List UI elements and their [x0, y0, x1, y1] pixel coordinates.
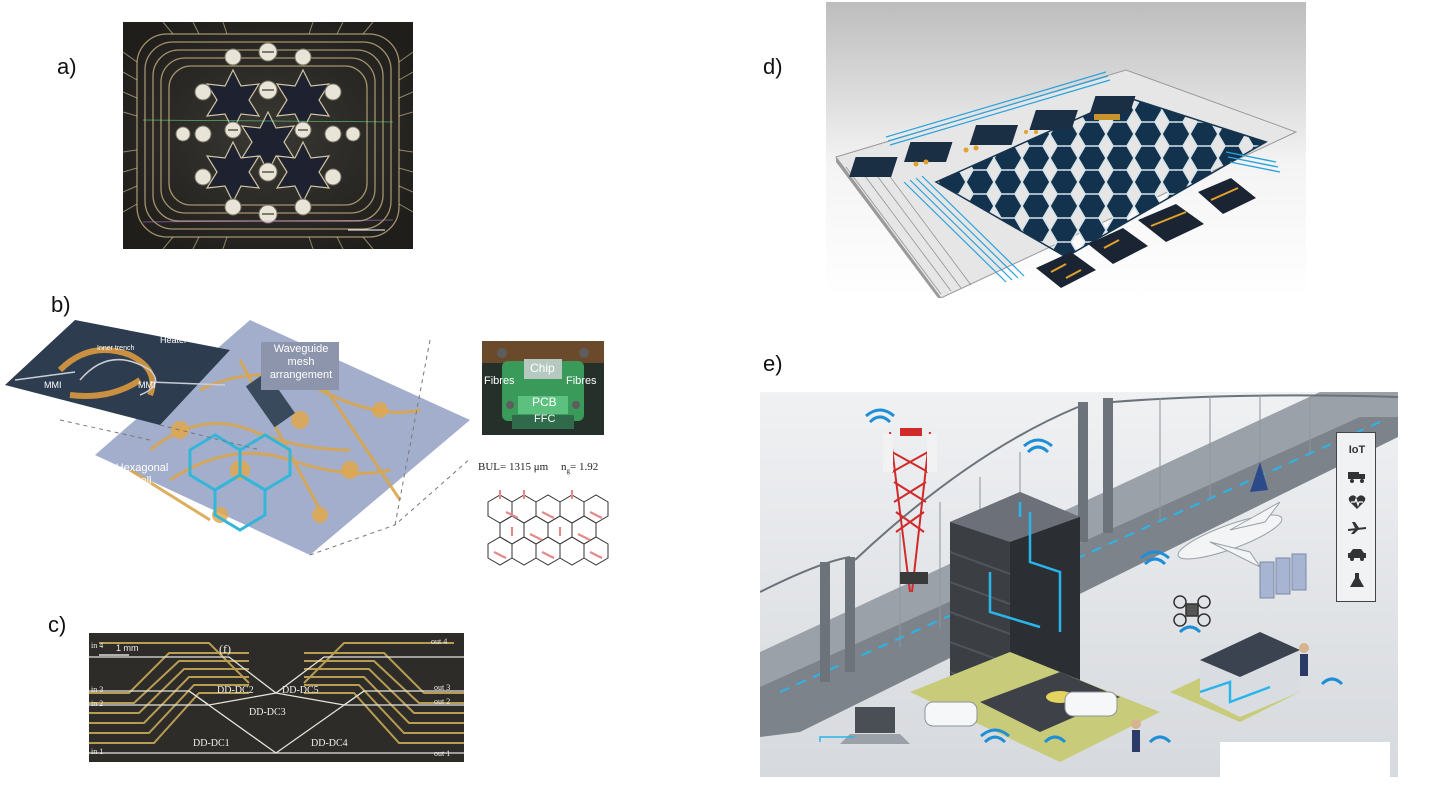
smart-city-illustration — [760, 392, 1398, 777]
coupler-dd-dc2: DD-DC2 — [217, 685, 254, 696]
input-1-label: in 1 — [91, 747, 104, 756]
mmi-left-label: MMI — [44, 380, 62, 390]
heater-trench-label: Heater + trench — [160, 335, 223, 345]
pcb-photo — [482, 341, 604, 435]
packaged-chip-photo: Chip Fibres Fibres PCB FFC — [482, 341, 604, 435]
panel-d-render — [826, 2, 1306, 298]
ng-subscript: g — [566, 467, 571, 476]
iot-icon: IoT — [1348, 444, 1366, 456]
panel-c-label: c) — [48, 612, 67, 637]
lattice-schematic — [478, 482, 613, 572]
coupler-dd-dc5: DD-DC5 — [282, 685, 319, 696]
coupler-circuit — [89, 633, 464, 762]
hexagonal-cell-label: Hexagonal Cell — [115, 462, 169, 487]
bul-text: BUL= 1315 μm — [478, 461, 549, 473]
panel-b-label: b) — [51, 292, 71, 317]
input-2-label: in 2 — [91, 699, 104, 708]
lattice-diagram — [487, 490, 609, 566]
output-4-label: out 4 — [431, 637, 448, 646]
input-3-label: in 3 — [91, 685, 104, 694]
f-marker: (f) — [219, 642, 231, 656]
coupler-dd-dc3: DD-DC3 — [249, 707, 286, 718]
panel-a-label: a) — [57, 54, 77, 79]
input-4-label: in 4 — [91, 641, 104, 650]
panel-c-chip-photo: 1 mm (f) DD-DC2 DD-DC5 DD-DC3 DD-DC1 DD-… — [89, 633, 464, 762]
ng-value: = 1.92 — [570, 461, 599, 473]
output-3-label: out 3 — [434, 683, 451, 692]
waveguide-mesh-label: Waveguide mesh arrangement — [269, 343, 333, 381]
ffc-label: FFC — [534, 413, 556, 425]
airplane-icon — [1345, 517, 1369, 539]
chip-label: Chip — [530, 361, 555, 375]
output-1-label: out 1 — [434, 749, 451, 758]
waveguide-mesh-illustration — [5, 320, 470, 556]
inner-trench-label: Inner trench — [97, 345, 135, 352]
panel-e-label: e) — [763, 351, 783, 376]
panel-a-chip-photo — [123, 22, 413, 249]
scale-bar-label: 1 mm — [116, 643, 139, 653]
mmi-right-label: MMI — [138, 380, 156, 390]
chip-micrograph — [123, 22, 413, 249]
fibres-left-label: Fibres — [484, 375, 515, 387]
panel-b-figure — [0, 300, 470, 560]
coupler-dd-dc4: DD-DC4 — [311, 738, 348, 749]
ng-symbol: n — [561, 461, 567, 473]
output-2-label: out 2 — [434, 697, 451, 706]
truck-icon — [1345, 465, 1369, 487]
heart-icon — [1345, 491, 1369, 513]
panel-e-scene: IoT — [760, 392, 1398, 777]
fibres-right-label: Fibres — [566, 375, 597, 387]
car-icon — [1345, 543, 1369, 565]
pcb-label: PCB — [532, 395, 557, 409]
application-legend: IoT — [1336, 432, 1376, 602]
panel-d-label: d) — [763, 54, 783, 79]
flask-icon — [1345, 569, 1369, 591]
programmable-processor-render — [826, 2, 1306, 298]
coupler-dd-dc1: DD-DC1 — [193, 738, 230, 749]
ng-text: ng= 1.92 — [561, 461, 598, 475]
